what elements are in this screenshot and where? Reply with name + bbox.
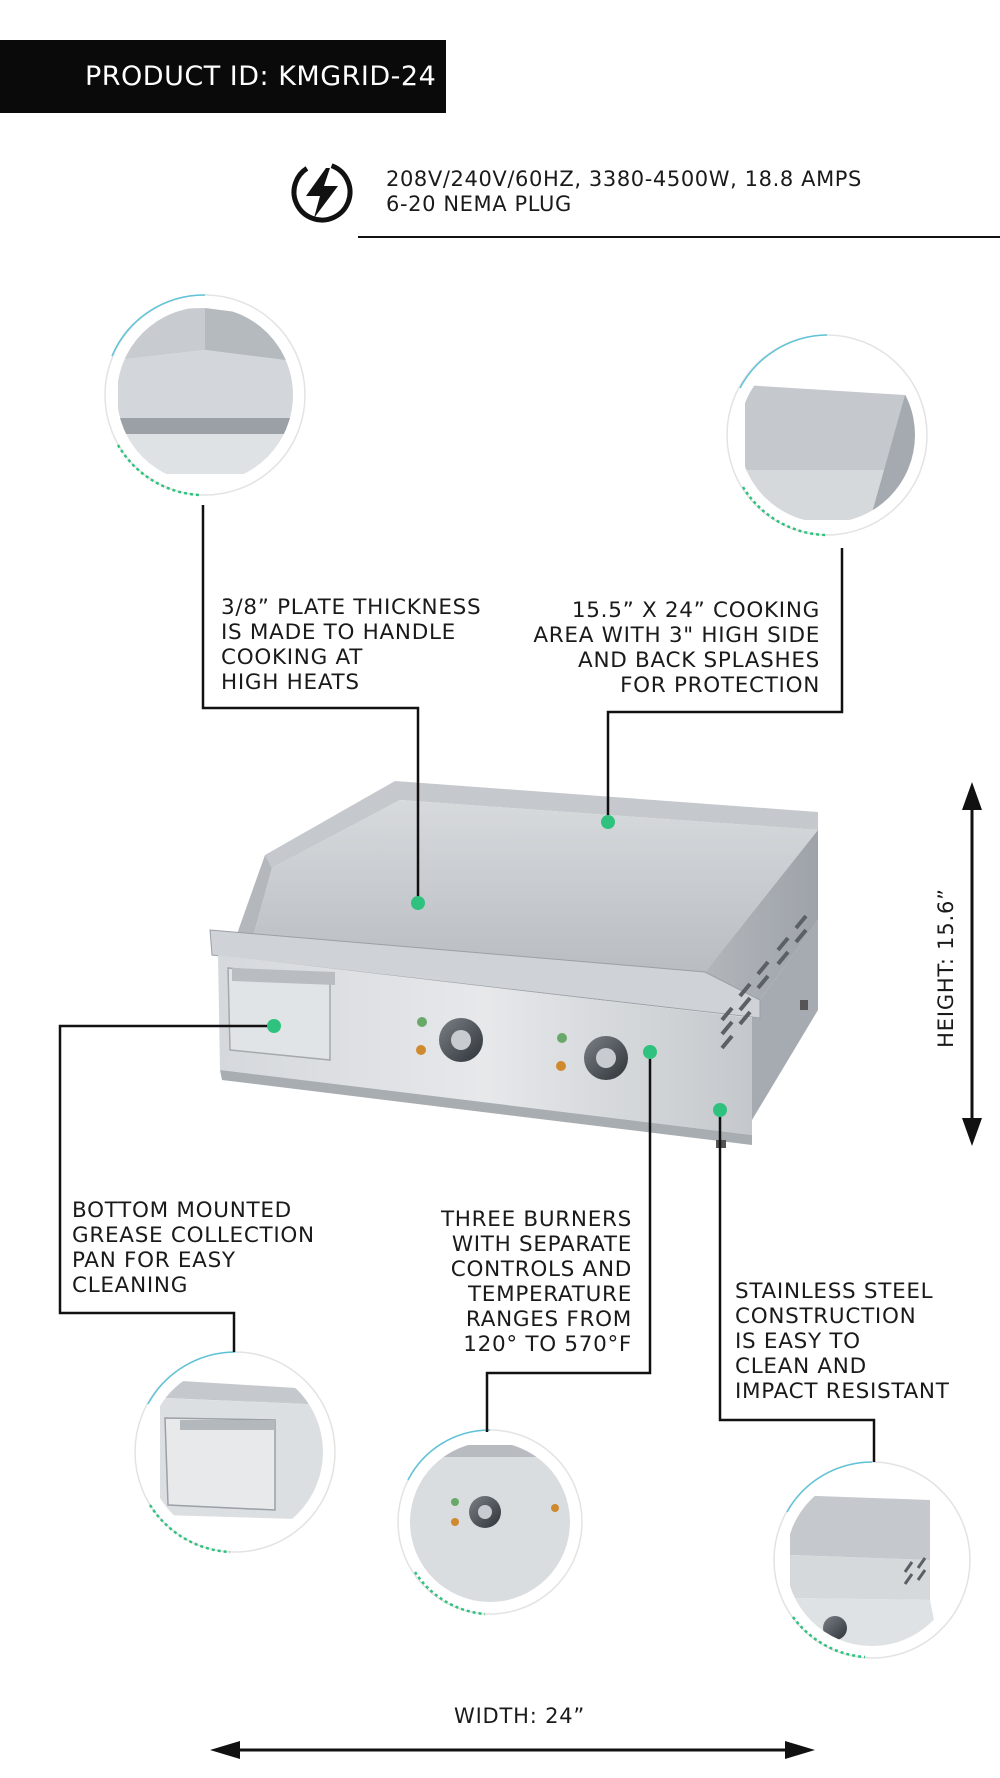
callout-line: CONSTRUCTION	[735, 1304, 917, 1329]
detail-circle-drawer	[134, 1351, 336, 1554]
callout-line: COOKING AT	[221, 645, 364, 670]
detail-circle-splash	[726, 334, 928, 537]
callout-plate-thickness: 3/8” PLATE THICKNESS IS MADE TO HANDLE C…	[221, 595, 481, 695]
callout-stainless-steel: STAINLESS STEEL CONSTRUCTION IS EASY TO …	[735, 1279, 950, 1404]
feature-markers	[267, 815, 727, 1117]
power-spec: 208V/240V/60HZ, 3380-4500W, 18.8 AMPS 6-…	[386, 167, 862, 217]
callout-burners: THREE BURNERS WITH SEPARATE CONTROLS AND…	[400, 1207, 632, 1357]
callout-line: IS MADE TO HANDLE	[221, 620, 456, 645]
callout-line: CLEAN AND	[735, 1354, 867, 1379]
callout-line: GREASE COLLECTION	[72, 1223, 315, 1248]
callout-line: FOR PROTECTION	[620, 673, 820, 698]
callout-line: CONTROLS AND	[450, 1257, 632, 1282]
callout-line: IS EASY TO	[735, 1329, 861, 1354]
callout-line: AREA WITH 3" HIGH SIDE	[533, 623, 820, 648]
power-line-1: 208V/240V/60HZ, 3380-4500W, 18.8 AMPS	[386, 167, 862, 191]
height-arrow	[962, 782, 982, 1146]
callout-cooking-area: 15.5” X 24” COOKING AREA WITH 3" HIGH SI…	[520, 598, 820, 698]
power-line-2: 6-20 NEMA PLUG	[386, 192, 572, 216]
callout-line: AND BACK SPLASHES	[578, 648, 820, 673]
product-id-banner: PRODUCT ID: KMGRID-24	[0, 40, 446, 113]
callout-grease-pan: BOTTOM MOUNTED GREASE COLLECTION PAN FOR…	[72, 1198, 315, 1298]
width-arrow	[210, 1741, 815, 1759]
callout-line: STAINLESS STEEL	[735, 1279, 934, 1304]
callout-line: TEMPERATURE	[467, 1282, 632, 1307]
product-id-text: PRODUCT ID: KMGRID-24	[85, 61, 437, 92]
callout-line: CLEANING	[72, 1273, 189, 1298]
detail-circle-plate	[104, 294, 306, 497]
callout-line: IMPACT RESISTANT	[735, 1379, 950, 1404]
callout-line: WITH SEPARATE	[451, 1232, 632, 1257]
griddle-image	[209, 781, 818, 1148]
width-label: WIDTH: 24”	[454, 1704, 586, 1728]
callout-line: PAN FOR EASY	[72, 1248, 236, 1273]
callout-line: THREE BURNERS	[440, 1207, 632, 1232]
leader-lines	[58, 505, 876, 1462]
detail-circle-steel	[773, 1461, 971, 1659]
header-divider	[358, 236, 1000, 238]
callout-line: 15.5” X 24” COOKING	[571, 598, 820, 623]
callout-line: 120° TO 570°F	[463, 1332, 632, 1357]
callout-line: 3/8” PLATE THICKNESS	[221, 595, 482, 620]
height-label: HEIGHT: 15.6”	[934, 888, 958, 1048]
detail-circle-controls	[397, 1429, 583, 1616]
lightning-bolt-icon	[290, 160, 354, 224]
callout-line: HIGH HEATS	[221, 670, 360, 695]
callout-line: BOTTOM MOUNTED	[72, 1198, 292, 1223]
callout-line: RANGES FROM	[465, 1307, 632, 1332]
